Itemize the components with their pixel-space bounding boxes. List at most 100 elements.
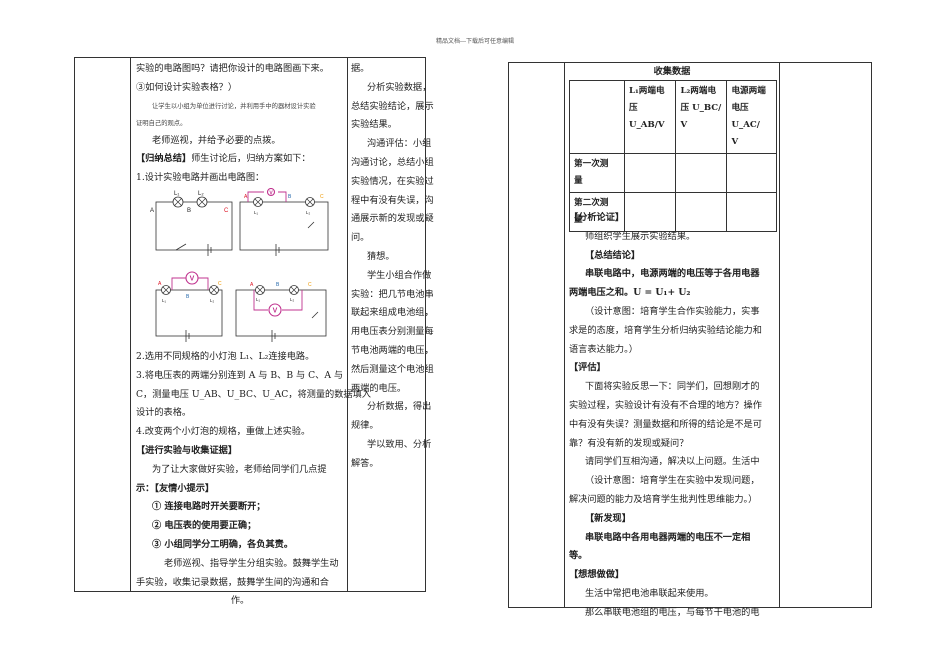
table-cell bbox=[726, 192, 777, 232]
table-title: 收集数据 bbox=[653, 66, 691, 77]
point-c-label: C bbox=[218, 281, 222, 287]
right-column-divider-2 bbox=[779, 63, 780, 607]
new-label: 【新发现】 bbox=[585, 512, 631, 524]
conclusion-line: 串联电路中，电源两端的电压等于各用电器 bbox=[585, 268, 760, 280]
point-b-label: B bbox=[276, 282, 280, 288]
eval-line: 实验过程，实验设计有没有不合理的地方？操作 bbox=[569, 399, 762, 411]
table-cell bbox=[623, 153, 677, 193]
conclusion-line: 两端电压之和。U = U₁+ U₂ bbox=[569, 287, 691, 299]
summary-text: 师生讨论后，归纳方案如下： bbox=[191, 153, 311, 165]
student-line: 沟通评估：小组 bbox=[367, 138, 432, 150]
point-c-label: C bbox=[320, 194, 324, 200]
step-3-line: C，测量电压 U_AB、U_BC、U_AC，将测量的数据填入 bbox=[136, 388, 371, 400]
eval-line: （设计意图：培育学生在实验中发现问题， bbox=[585, 475, 760, 487]
point-a-label: A bbox=[150, 208, 154, 214]
page-header: 精品文档---下载后可任意编辑 bbox=[435, 38, 515, 45]
intent-line: 求是的态度，培育学生分析归纳实验结论能力和 bbox=[569, 324, 762, 336]
student-line: 学生小组合作做 bbox=[367, 269, 432, 281]
lamp1-label: L₁ bbox=[174, 191, 179, 197]
table-header-cell: L₂两端电压 U_BC/ V bbox=[675, 80, 728, 154]
analysis-text: 师组织学生展示实验结果。 bbox=[585, 230, 696, 242]
circuit3-voltmeter-wire bbox=[171, 277, 186, 290]
student-line: 然后测量这个电池组 bbox=[351, 363, 434, 375]
left-lesson-table: 实验的电路图吗？请把你设计的电路图画下来。 ③如何设计实验表格？） 让学生以小组… bbox=[74, 57, 434, 606]
lamp-cross bbox=[306, 198, 314, 206]
table-row: 第二次测量 bbox=[569, 192, 777, 232]
table-cell bbox=[623, 192, 677, 232]
left-column-divider-1 bbox=[130, 58, 131, 591]
student-line: 实验：把几节电池串 bbox=[351, 288, 434, 300]
lamp2-label: L₂ bbox=[210, 298, 215, 303]
step-4: 4.改变两个小灯泡的规格，重做上述实验。 bbox=[136, 426, 311, 438]
experiment-line: 为了让大家做好实验，老师给同学们几点提 bbox=[152, 463, 327, 475]
new-line: 串联电路中各用电器两端的电压不一定相 bbox=[585, 531, 751, 543]
point-b-label: B bbox=[187, 208, 191, 214]
lamp1-label: L₁ bbox=[254, 210, 259, 215]
table-header-row: L₁两端电压 U_AB/V L₂两端电压 U_BC/ V 电源两端电压 U_AC… bbox=[569, 80, 777, 154]
student-line: 问。 bbox=[351, 232, 370, 244]
circuit-diagrams: V V V L₁ L₂ A B C L₁ L₂ A B C A B C L₁ L… bbox=[150, 187, 329, 342]
tip-item: ① 连接电路时开关要断开； bbox=[152, 501, 266, 513]
student-line: 程中有没有失误，沟 bbox=[351, 194, 434, 206]
student-line: 分析实验数据， bbox=[367, 81, 432, 93]
point-a-label: A bbox=[250, 282, 254, 288]
student-line: 实验情况，在实验过 bbox=[351, 175, 434, 187]
left-column-divider-2 bbox=[347, 58, 348, 591]
lamp-cross bbox=[198, 198, 206, 206]
circuit4-switch bbox=[311, 311, 319, 319]
voltmeter-label: V bbox=[273, 307, 278, 314]
teacher-activity-column: 实验的电路图吗？请把你设计的电路图画下来。 ③如何设计实验表格？） 让学生以小组… bbox=[136, 60, 371, 611]
experiment-line: 示：【友情小提示】 bbox=[136, 482, 215, 494]
student-activity-column: 据。 分析实验数据， 总结实验结论，展示 实验结果。 沟通评估：小组 沟通讨论，… bbox=[351, 60, 434, 474]
table-cell bbox=[675, 192, 728, 232]
voltmeter-icon bbox=[266, 187, 276, 197]
student-line: 实验结果。 bbox=[351, 119, 397, 131]
circuit4-voltmeter-wire bbox=[253, 289, 268, 311]
think-line: 那么串联电池组的电压，与每节干电池的电 bbox=[585, 606, 760, 618]
circuit4-voltmeter-wire bbox=[282, 289, 303, 311]
step-3-line: 设计的表格。 bbox=[136, 407, 192, 419]
eval-label: 【评估】 bbox=[569, 362, 606, 374]
circuit1-wire bbox=[155, 201, 233, 251]
eval-line: 解决问题的能力及培育学生批判性思维能力。） bbox=[569, 493, 758, 505]
data-table-area: 收集数据 L₁两端电压 U_AB/V L₂两端电压 U_BC/ V 电源两端电压… bbox=[565, 63, 779, 232]
point-a-label: A bbox=[158, 281, 162, 287]
table-row: 第一次测量 bbox=[569, 153, 777, 193]
closing-line: 作。 bbox=[230, 595, 250, 607]
student-line: 猜想。 bbox=[367, 250, 395, 262]
voltmeter-label: V bbox=[190, 275, 195, 282]
right-column-divider-1 bbox=[564, 63, 565, 607]
lamp2-label: L₂ bbox=[306, 210, 311, 215]
voltmeter-icon bbox=[185, 271, 199, 285]
circuit4-wire bbox=[235, 289, 327, 337]
right-lesson-table: 收集数据 L₁两端电压 U_AB/V L₂两端电压 U_BC/ V 电源两端电压… bbox=[508, 62, 872, 618]
circuit3-voltmeter-wire bbox=[198, 277, 209, 290]
data-collection-table: L₁两端电压 U_AB/V L₂两端电压 U_BC/ V 电源两端电压 U_AC… bbox=[569, 80, 777, 232]
table-header-cell: L₁两端电压 U_AB/V bbox=[623, 80, 677, 154]
student-line: 分析数据，得出 bbox=[367, 401, 432, 413]
lamp-cross bbox=[174, 198, 182, 206]
student-line: 两端的电压。 bbox=[351, 382, 407, 394]
tip-item: ② 电压表的使用要正确； bbox=[152, 520, 257, 532]
student-line: 解答。 bbox=[351, 457, 379, 469]
table-header-cell: 电源两端电压 U_AC/V bbox=[726, 80, 777, 154]
conclusion-label: 【总结结论】 bbox=[585, 249, 641, 261]
student-line: 学以致用、分析 bbox=[367, 438, 432, 450]
lamp-cross bbox=[162, 286, 170, 294]
point-c-label: C bbox=[224, 208, 229, 214]
circuit2-switch bbox=[307, 221, 315, 229]
lamp-cross bbox=[254, 198, 262, 206]
think-label: 【想想做做】 bbox=[569, 569, 625, 581]
eval-line: 请同学们互相沟通，解决以上问题。生活中 bbox=[585, 456, 760, 468]
center-line: 实验的电路图吗？请把你设计的电路图画下来。 bbox=[136, 63, 329, 74]
table-row-label: 第二次测量 bbox=[569, 192, 625, 232]
voltmeter-label: V bbox=[269, 190, 273, 196]
lamp2-label: L₂ bbox=[290, 297, 295, 302]
student-line: 总结实验结论，展示 bbox=[351, 100, 434, 112]
lamp-cross bbox=[256, 286, 264, 294]
tip-item: ③ 小组同学分工明确，各负其责。 bbox=[152, 538, 294, 550]
lamp2-label: L₂ bbox=[198, 191, 204, 197]
lamp-cross bbox=[290, 286, 298, 294]
summary-label: 【归纳总结】 bbox=[136, 153, 192, 165]
circuit2-voltmeter-wire bbox=[247, 191, 264, 202]
